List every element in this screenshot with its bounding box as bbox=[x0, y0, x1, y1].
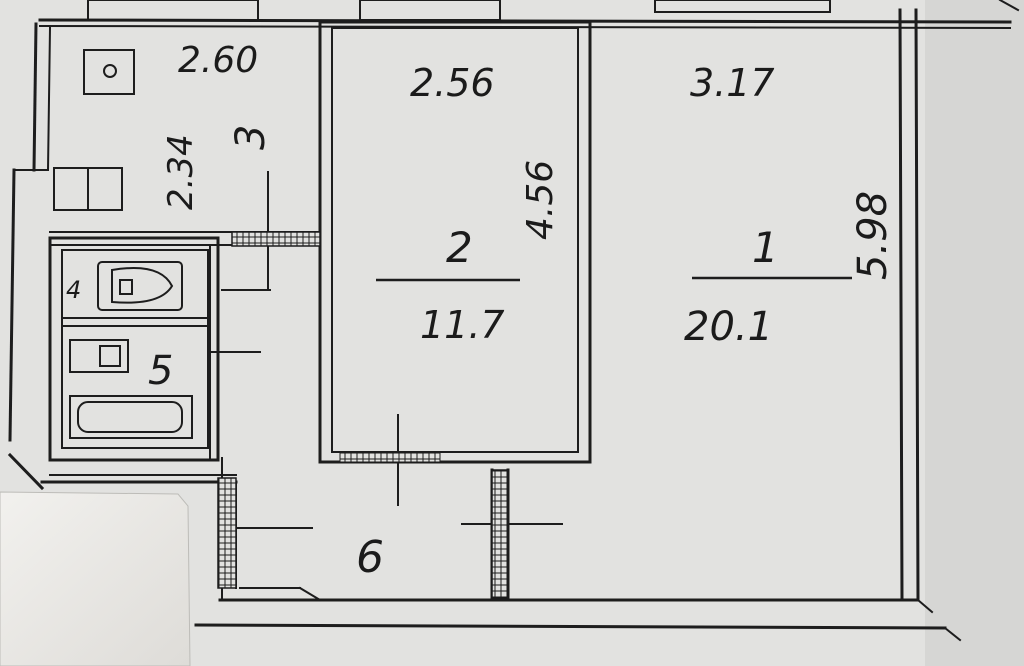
hatched-wall-kitchen bbox=[231, 231, 321, 247]
room1-area-label: 20.1 bbox=[684, 304, 773, 350]
washbasin-icon bbox=[69, 339, 129, 373]
room5-number-label: 5 bbox=[148, 348, 173, 394]
room1-number-label: 1 bbox=[752, 223, 779, 272]
hatched-wall-door bbox=[491, 469, 509, 599]
hatched-wall-hall bbox=[217, 477, 237, 589]
room2-area-label: 11.7 bbox=[420, 303, 505, 347]
room6-number-label: 6 bbox=[356, 532, 384, 583]
room3-length-label: 2.34 bbox=[161, 134, 201, 210]
stove-icon bbox=[83, 49, 135, 95]
room3-number-label: 3 bbox=[228, 125, 274, 150]
room4-number-label: 4 bbox=[66, 276, 81, 304]
hatched-wall-corridor bbox=[339, 451, 441, 463]
room2-number-label: 2 bbox=[446, 223, 473, 272]
room1-width-label: 3.17 bbox=[690, 61, 775, 105]
paper-shadow-right bbox=[925, 0, 1024, 666]
room2-width-label: 2.56 bbox=[410, 61, 495, 105]
room1-length-label: 5.98 bbox=[850, 191, 896, 280]
bathtub-icon bbox=[69, 395, 193, 439]
room3-width-label: 2.60 bbox=[178, 40, 258, 81]
fixtures bbox=[53, 49, 193, 439]
paper-card-overlay bbox=[0, 491, 191, 666]
toilet-icon bbox=[97, 261, 183, 311]
room2-length-label: 4.56 bbox=[520, 160, 561, 240]
